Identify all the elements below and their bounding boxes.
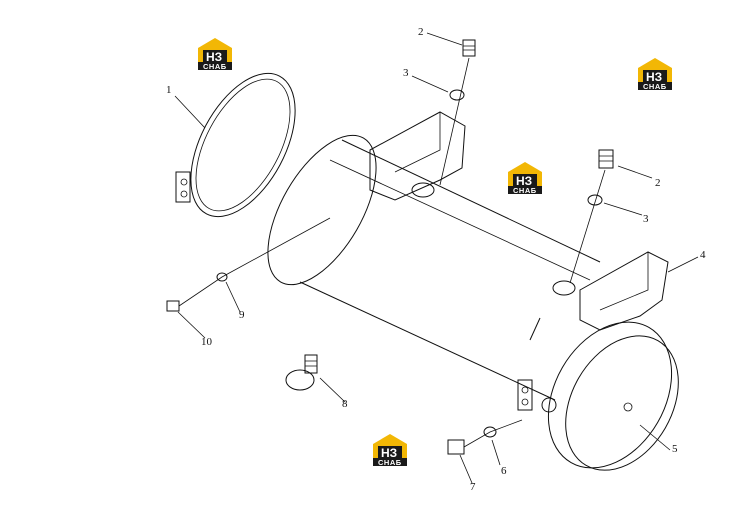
callout-10: 10 (201, 336, 213, 348)
callout-3-right: 3 (643, 213, 649, 225)
svg-text:НЗ: НЗ (381, 446, 397, 460)
callout-6: 6 (501, 465, 507, 477)
bolt-and-washer (166, 217, 331, 312)
mounting-bracket-top (369, 111, 466, 201)
callout-9: 9 (239, 309, 245, 321)
callout-labels: 1 2 3 2 3 4 5 6 7 8 9 10 (166, 26, 706, 493)
sensor-fitting (447, 419, 523, 455)
svg-text:НЗ: НЗ (516, 174, 532, 188)
svg-text:СНАБ: СНАБ (643, 82, 667, 91)
watermark-logo-2: НЗ СНАБ (638, 58, 672, 91)
watermark-logo-4: НЗ СНАБ (373, 434, 407, 467)
callout-1: 1 (166, 84, 172, 96)
svg-text:СНАБ: СНАБ (378, 458, 402, 467)
svg-text:СНАБ: СНАБ (513, 186, 537, 195)
tank-body (267, 134, 679, 471)
callout-3-top: 3 (403, 67, 409, 79)
strap-clamp-left (175, 72, 296, 218)
callout-4: 4 (700, 249, 706, 261)
callout-8: 8 (342, 398, 348, 410)
fitting-right (569, 149, 614, 284)
callout-7: 7 (470, 481, 476, 493)
callout-5: 5 (672, 443, 678, 455)
callout-2-top: 2 (418, 26, 424, 38)
svg-text:НЗ: НЗ (206, 50, 222, 64)
watermark-logo-1: НЗ СНАБ (198, 38, 232, 71)
callout-2-right: 2 (655, 177, 661, 189)
strap-clamp-right (517, 379, 557, 413)
drain-plug (285, 354, 318, 391)
svg-text:НЗ: НЗ (646, 70, 662, 84)
mounting-bracket-right (552, 251, 669, 331)
watermark-logo-3: НЗ СНАБ (508, 162, 542, 195)
fitting-top (439, 39, 476, 186)
leader-lines (174, 32, 699, 484)
svg-text:СНАБ: СНАБ (203, 62, 227, 71)
